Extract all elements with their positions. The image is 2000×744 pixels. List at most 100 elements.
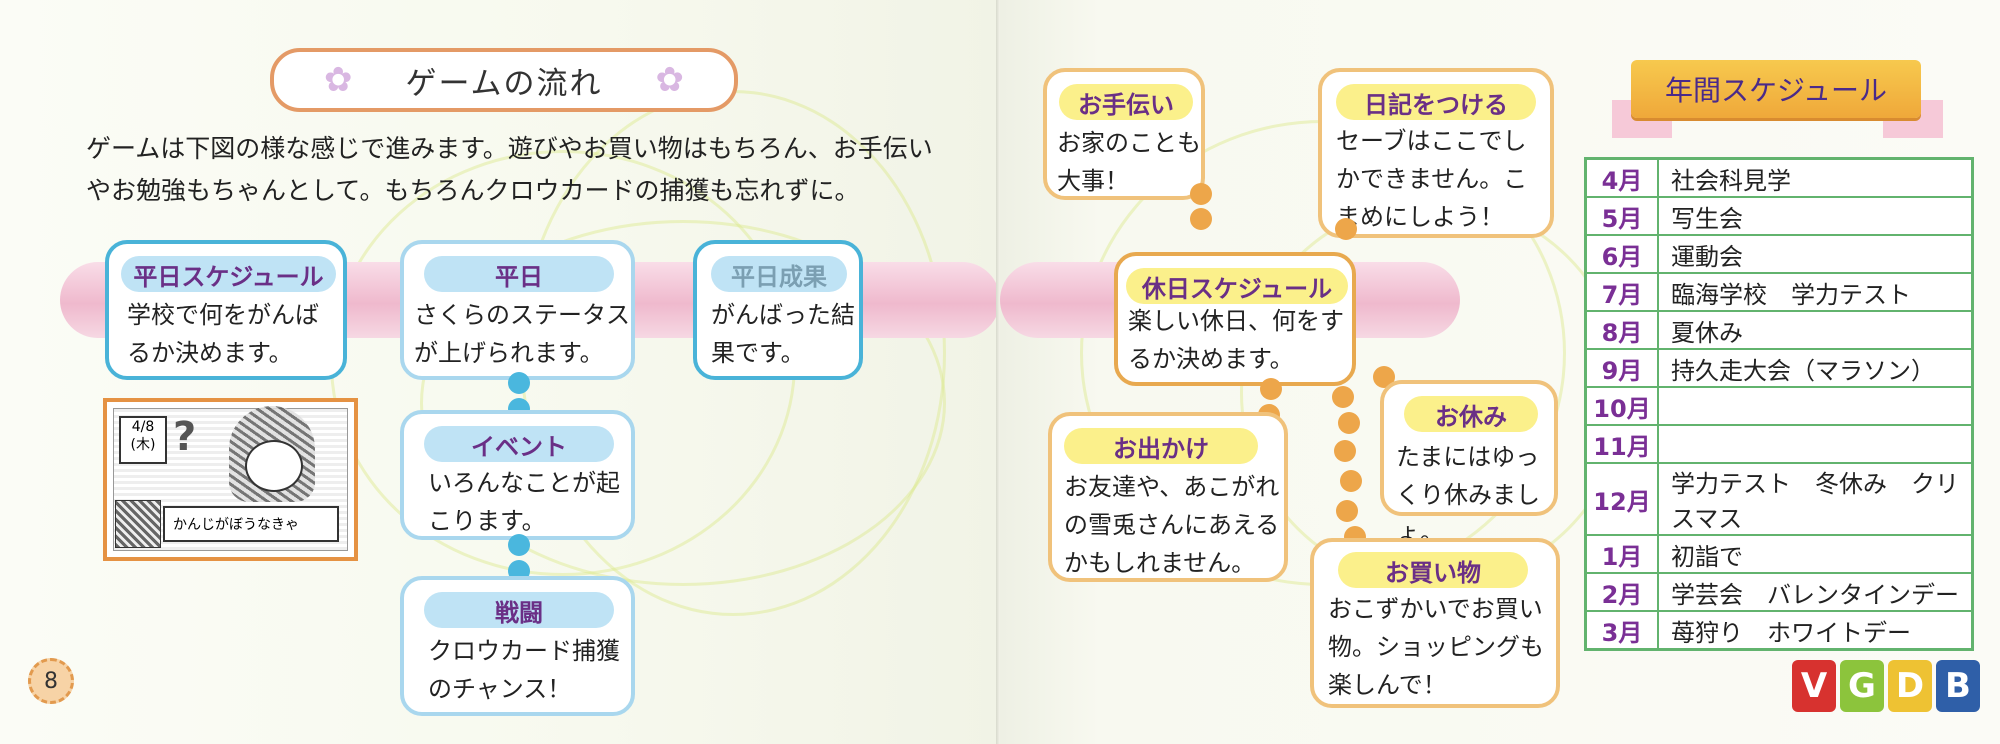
schedule-month: 7月 bbox=[1584, 272, 1659, 312]
flow-dot bbox=[1334, 440, 1356, 462]
weekday-schedule-box: 平日スケジュール 学校で何をがんばるか決めます。 bbox=[105, 240, 347, 380]
diary-label: 日記をつける bbox=[1336, 84, 1536, 120]
schedule-events: 学芸会 バレンタインデー bbox=[1657, 572, 1974, 612]
watermark-letter: V bbox=[1792, 660, 1836, 712]
weekday-box: 平日 さくらのステータスが上げられます。 bbox=[400, 240, 635, 380]
rest-box: お休み たまにはゆっくり休みましょ。 bbox=[1380, 380, 1558, 547]
watermark-letter: G bbox=[1840, 660, 1884, 712]
schedule-row: 3月苺狩り ホワイトデー bbox=[1584, 610, 1974, 651]
page-number-left: 8 bbox=[28, 658, 74, 704]
flow-dot bbox=[1336, 500, 1358, 522]
schedule-row: 6月運動会 bbox=[1584, 234, 1974, 274]
holiday-schedule-label: 休日スケジュール bbox=[1126, 268, 1348, 304]
screenshot-message: かんじがぼうなきゃ bbox=[163, 506, 339, 542]
weekday-text: さくらのステータスが上げられます。 bbox=[414, 301, 630, 367]
schedule-events: 夏休み bbox=[1657, 310, 1974, 350]
schedule-row: 5月写生会 bbox=[1584, 196, 1974, 236]
annual-schedule-title: 年間スケジュール bbox=[1631, 60, 1921, 118]
flow-dot bbox=[1335, 218, 1357, 240]
battle-box: 戦闘 クロウカード捕獲のチャンス！ bbox=[400, 576, 635, 716]
schedule-month: 2月 bbox=[1584, 572, 1659, 612]
watermark-letter: B bbox=[1936, 660, 1980, 712]
game-screenshot: 4/8 (木) ? かんじがぼうなきゃ bbox=[103, 398, 358, 561]
event-label: イベント bbox=[424, 426, 614, 462]
holiday-schedule-box: 休日スケジュール 楽しい休日、何をするか決めます。 bbox=[1114, 252, 1356, 386]
character-thumbnail bbox=[115, 500, 161, 548]
schedule-month: 1月 bbox=[1584, 534, 1659, 574]
screenshot-date: 4/8 (木) bbox=[119, 416, 167, 464]
outing-text: お友達や、あこがれの雪兎さんにあえるかもしれません。 bbox=[1064, 473, 1280, 577]
flow-dot bbox=[1332, 386, 1354, 408]
schedule-events: 臨海学校 学力テスト bbox=[1657, 272, 1974, 312]
flow-dot bbox=[1190, 183, 1212, 205]
help-label: お手伝い bbox=[1059, 84, 1193, 120]
flow-dot bbox=[508, 534, 530, 556]
weekday-result-label: 平日成果 bbox=[711, 256, 847, 292]
flow-dot bbox=[1340, 470, 1362, 492]
shopping-label: お買い物 bbox=[1338, 552, 1528, 588]
schedule-events bbox=[1657, 386, 1974, 426]
question-mark-icon: ? bbox=[173, 414, 197, 460]
schedule-month: 5月 bbox=[1584, 196, 1659, 236]
help-text: お家のことも大事！ bbox=[1057, 129, 1201, 195]
schedule-row: 2月学芸会 バレンタインデー bbox=[1584, 572, 1974, 612]
shopping-box: お買い物 おこずかいでお買い物。ショッピングも楽しんで！ bbox=[1310, 538, 1560, 708]
schedule-events bbox=[1657, 424, 1974, 464]
diary-text: セーブはここでしかできません。こまめにしよう！ bbox=[1336, 127, 1528, 231]
page-title: ゲームの流れ bbox=[405, 65, 603, 102]
page-title-box: ✿ ゲームの流れ ✿ bbox=[270, 48, 738, 112]
weekday-schedule-text: 学校で何をがんばるか決めます。 bbox=[127, 301, 319, 367]
watermark-letter: D bbox=[1888, 660, 1932, 712]
weekday-result-box: 平日成果 がんばった結果です。 bbox=[693, 240, 863, 380]
schedule-events: 運動会 bbox=[1657, 234, 1974, 274]
schedule-events: 写生会 bbox=[1657, 196, 1974, 236]
sakura-face bbox=[245, 440, 303, 492]
schedule-month: 11月 bbox=[1584, 424, 1659, 464]
outing-box: お出かけ お友達や、あこがれの雪兎さんにあえるかもしれません。 bbox=[1048, 412, 1288, 582]
weekday-result-text: がんばった結果です。 bbox=[711, 301, 855, 367]
schedule-month: 4月 bbox=[1584, 157, 1659, 198]
schedule-month: 9月 bbox=[1584, 348, 1659, 388]
flower-icon: ✿ bbox=[655, 60, 685, 100]
rest-text: たまにはゆっくり休みましょ。 bbox=[1396, 443, 1540, 547]
schedule-row: 11月 bbox=[1584, 424, 1974, 464]
event-box: イベント いろんなことが起こります。 bbox=[400, 410, 635, 540]
schedule-events: 苺狩り ホワイトデー bbox=[1657, 610, 1974, 651]
battle-text: クロウカード捕獲のチャンス！ bbox=[428, 637, 620, 703]
intro-text: ゲームは下図の様な感じで進みます。遊びやお買い物はもちろん、お手伝いやお勉強もち… bbox=[86, 134, 933, 205]
outing-label: お出かけ bbox=[1064, 428, 1258, 464]
schedule-row: 9月持久走大会（マラソン） bbox=[1584, 348, 1974, 388]
rest-label: お休み bbox=[1404, 396, 1538, 432]
schedule-month: 8月 bbox=[1584, 310, 1659, 350]
flow-dot bbox=[1338, 412, 1360, 434]
left-page: ✿ ゲームの流れ ✿ ゲームは下図の様な感じで進みます。遊びやお買い物はもちろん… bbox=[0, 0, 1000, 744]
schedule-row: 4月社会科見学 bbox=[1584, 157, 1974, 198]
schedule-row: 8月夏休み bbox=[1584, 310, 1974, 350]
schedule-row: 7月臨海学校 学力テスト bbox=[1584, 272, 1974, 312]
weekday-schedule-label: 平日スケジュール bbox=[121, 256, 336, 292]
help-box: お手伝い お家のことも大事！ bbox=[1043, 68, 1205, 200]
flow-dot bbox=[1260, 378, 1282, 400]
schedule-events: 持久走大会（マラソン） bbox=[1657, 348, 1974, 388]
diary-box: 日記をつける セーブはここでしかできません。こまめにしよう！ bbox=[1318, 68, 1554, 238]
schedule-month: 6月 bbox=[1584, 234, 1659, 274]
schedule-month: 12月 bbox=[1584, 462, 1659, 536]
schedule-events: 社会科見学 bbox=[1657, 157, 1974, 198]
flow-dot bbox=[1190, 208, 1212, 230]
weekday-label: 平日 bbox=[424, 256, 614, 292]
schedule-events: 初詣で bbox=[1657, 534, 1974, 574]
schedule-row: 10月 bbox=[1584, 386, 1974, 426]
flow-dot bbox=[508, 372, 530, 394]
schedule-month: 10月 bbox=[1584, 386, 1659, 426]
schedule-events: 学力テスト 冬休み クリスマス bbox=[1657, 462, 1974, 536]
schedule-month: 3月 bbox=[1584, 610, 1659, 651]
schedule-row: 1月初詣で bbox=[1584, 534, 1974, 574]
battle-label: 戦闘 bbox=[424, 592, 614, 628]
schedule-row: 12月学力テスト 冬休み クリスマス bbox=[1584, 462, 1974, 536]
shopping-text: おこずかいでお買い物。ショッピングも楽しんで！ bbox=[1328, 595, 1544, 699]
event-text: いろんなことが起こります。 bbox=[428, 469, 620, 535]
holiday-schedule-text: 楽しい休日、何をするか決めます。 bbox=[1128, 307, 1344, 373]
flower-icon: ✿ bbox=[324, 60, 353, 100]
